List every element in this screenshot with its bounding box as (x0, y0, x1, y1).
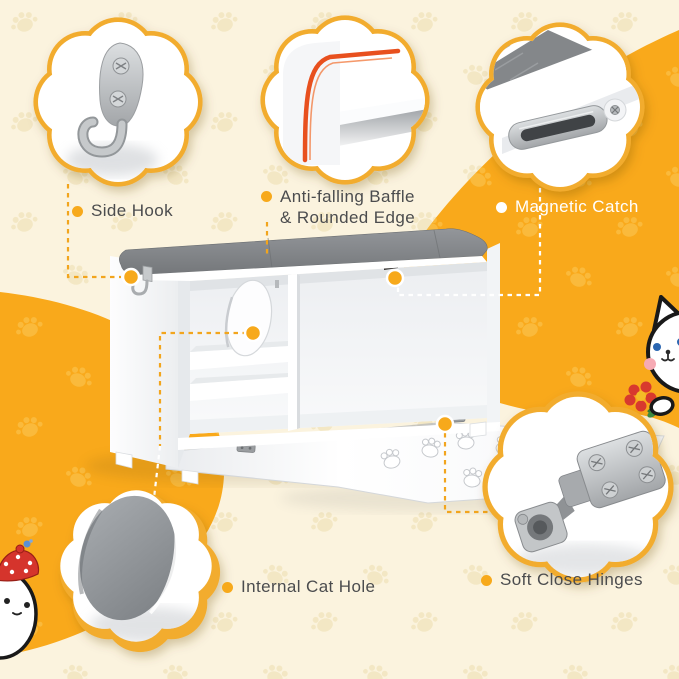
dot-soft-hinges (435, 414, 455, 434)
connector-magnetic-catch (396, 188, 542, 297)
bullet-icon (481, 574, 492, 586)
magnetic-catch-icon (480, 30, 640, 154)
callout-dots (121, 267, 455, 434)
connector-side-hook (66, 184, 121, 279)
bench-foot (181, 469, 199, 485)
bullet-icon (261, 191, 272, 202)
dot-side-hook (121, 267, 141, 287)
internal-cat-hole-label: Internal Cat Hole (222, 577, 376, 596)
bench-divider (288, 274, 297, 431)
side-hook-label-text: Side Hook (91, 201, 174, 220)
soft-close-hinges-label-text: Soft Close Hinges (500, 570, 643, 589)
cat-with-flower-icon (624, 295, 679, 418)
rounded-edge-baffle-icon (283, 37, 425, 165)
bench-shelf (190, 346, 288, 370)
dot-magnetic-catch (385, 268, 405, 288)
anti-falling-label-line1: Anti-falling Baffle (280, 186, 415, 206)
side-hook-icon (66, 42, 158, 176)
bullet-icon (72, 205, 83, 217)
bullet-icon (496, 201, 507, 213)
connector-cat-hole-1 (158, 331, 247, 446)
dot-cat-hole (243, 323, 263, 343)
callout-connectors (66, 184, 542, 514)
bench-foot (115, 451, 133, 469)
bench-shelf (190, 377, 288, 401)
bench-foot (469, 421, 487, 438)
anti-falling-label-line2: & Rounded Edge (280, 207, 416, 227)
cat-with-polka-bundle-icon (0, 539, 40, 660)
side-hook-label: Side Hook (72, 201, 174, 220)
internal-cat-hole-label-text: Internal Cat Hole (241, 577, 376, 596)
anti-falling-label: Anti-falling Baffle & Rounded Edge (261, 186, 415, 228)
bench-left-panel (110, 256, 178, 468)
connector-soft-hinges (443, 433, 502, 514)
magnetic-catch-label-text: Magnetic Catch (515, 197, 639, 216)
soft-close-hinges-label: Soft Close Hinges (481, 570, 643, 589)
side-hook-mounted (131, 265, 153, 296)
bullet-icon (222, 581, 233, 593)
magnetic-catch-label: Magnetic Catch (496, 197, 639, 216)
